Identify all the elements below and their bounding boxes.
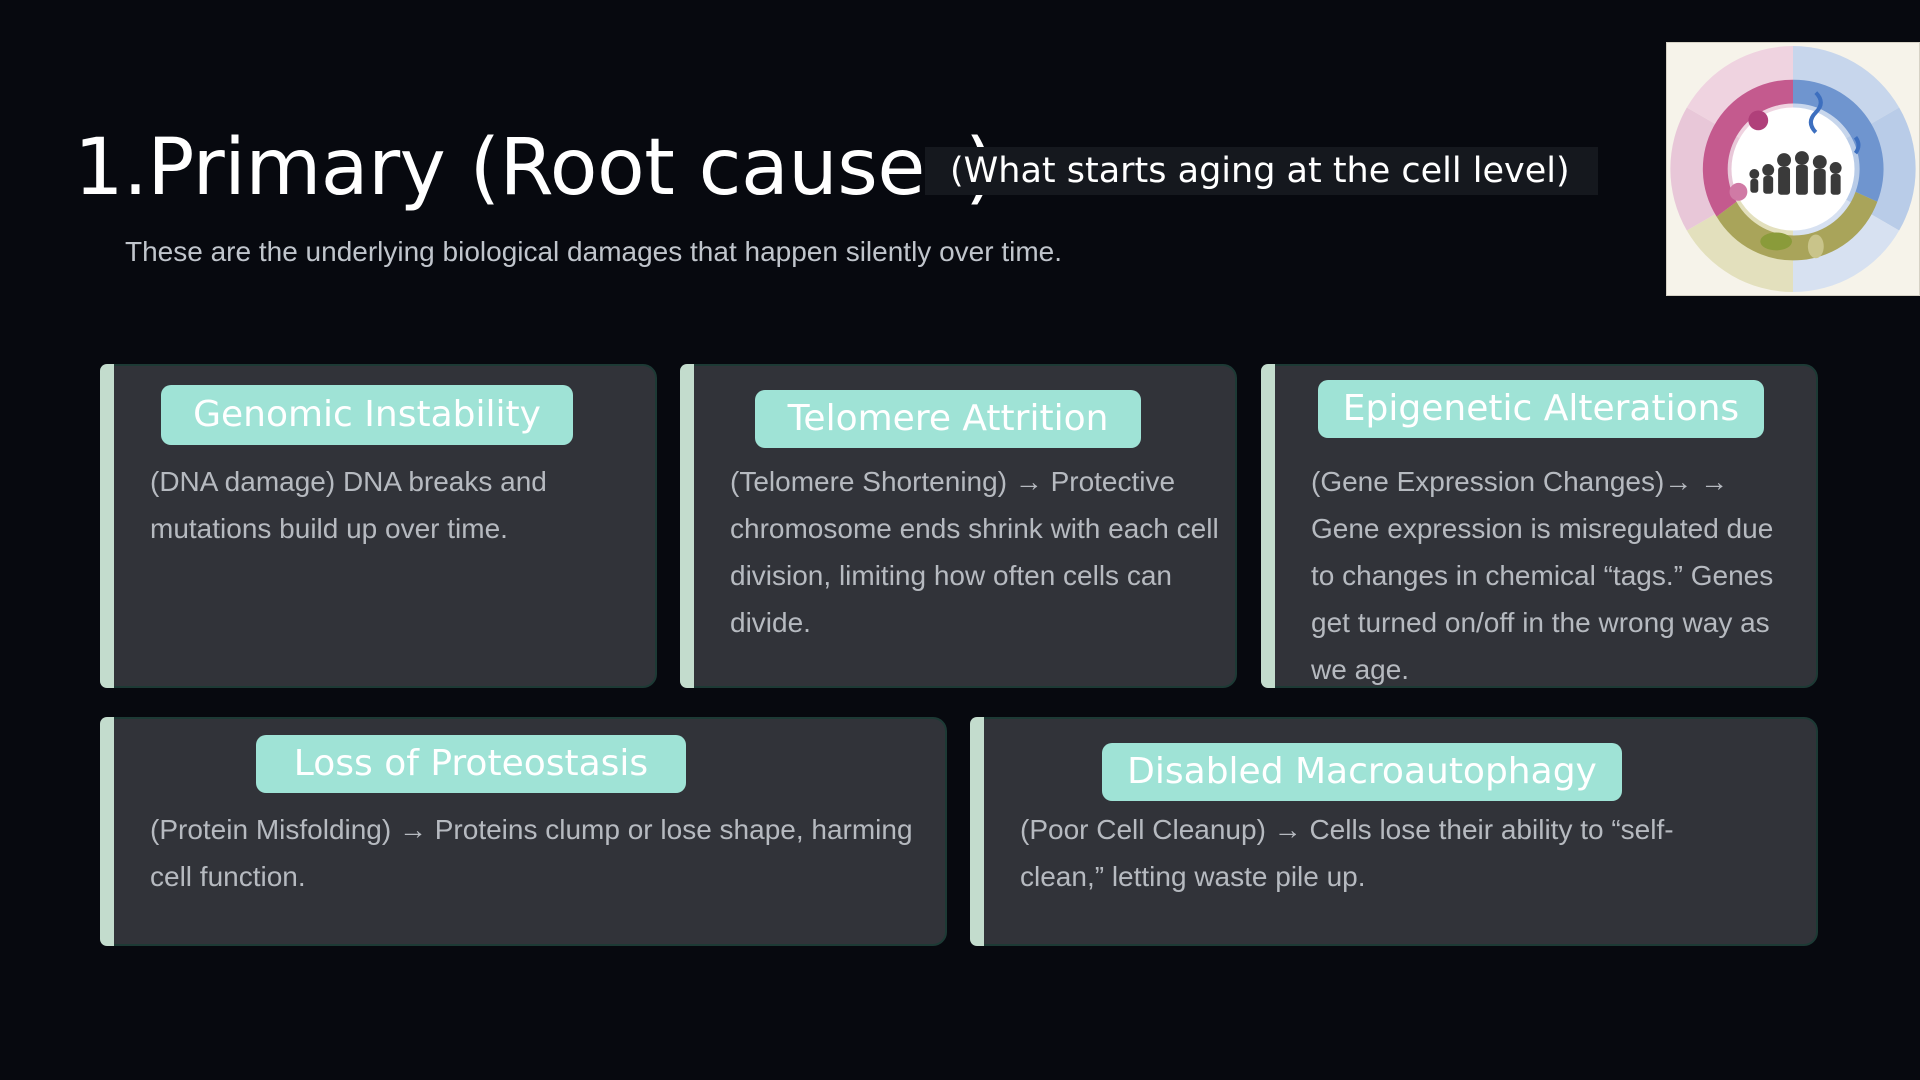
card-accent-bar [100,364,114,688]
page-title-subtext: (What starts aging at the cell level) [950,151,1570,191]
hallmarks-of-aging-image [1666,42,1920,296]
card-title-badge: Telomere Attrition [755,390,1141,448]
card-accent-bar [680,364,694,688]
card-title-badge: Genomic Instability [161,385,573,445]
card-telomere-attrition: Telomere Attrition (Telomere Shortening)… [680,364,1237,688]
card-description: (Gene Expression Changes)→ → Gene expres… [1311,466,1774,685]
card-accent-bar [100,717,114,946]
card-title-badge: Loss of Proteostasis [256,735,686,793]
card-accent-bar [970,717,984,946]
card-title-badge: Disabled Macroautophagy [1102,743,1622,801]
card-genomic-instability: Genomic Instability (DNA damage) DNA bre… [100,364,657,688]
card-loss-of-proteostasis: Loss of Proteostasis (Protein Misfolding… [100,717,947,946]
page-title: 1.Primary (Root causes) [74,123,995,213]
card-epigenetic-alterations: Epigenetic Alterations (Gene Expression … [1261,364,1818,688]
page-subtitle: These are the underlying biological dama… [125,236,1063,267]
card-title-badge: Epigenetic Alterations [1318,380,1764,438]
card-accent-bar [1261,364,1275,688]
card-description: (Protein Misfolding) → Proteins clump or… [150,814,913,892]
card-disabled-macroautophagy: Disabled Macroautophagy (Poor Cell Clean… [970,717,1818,946]
title-sub-highlight [925,147,1598,195]
card-description: (Poor Cell Cleanup) → Cells lose their a… [1020,814,1674,892]
hallmarks-wheel-icon [1669,45,1917,293]
card-description: (Telomere Shortening) → Protective chrom… [730,466,1219,638]
card-description: (DNA damage) DNA breaks and mutations bu… [150,466,547,544]
